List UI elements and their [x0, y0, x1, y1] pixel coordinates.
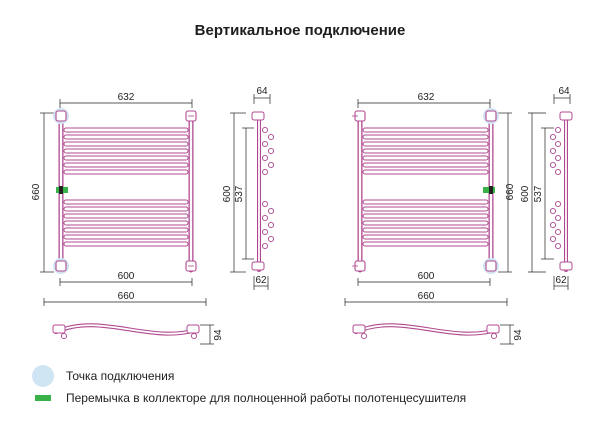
right-outer-width-label: 660 — [418, 291, 435, 302]
legend-connection-point: Точка подключения — [32, 365, 174, 387]
right-inner-width-label: 600 — [418, 271, 435, 282]
left-side-depth-bottom-label: 62 — [255, 275, 267, 286]
jumper-swatch — [35, 395, 51, 401]
diagram-title: Вертикальное подключение — [194, 22, 406, 39]
connection-point-swatch — [32, 365, 54, 387]
left-side-depth-top-label: 64 — [256, 86, 268, 97]
legend-jumper-label: Перемычка в коллекторе для полноценной р… — [66, 391, 467, 405]
left-side-height-537-label: 537 — [234, 185, 245, 202]
left-front-view: 632 660 — [31, 92, 207, 306]
left-profile-view: 94 — [52, 323, 224, 345]
legend-jumper: Перемычка в коллекторе для полноценной р… — [32, 387, 466, 409]
right-side-depth-bottom-label: 62 — [555, 275, 567, 286]
right-side-height-537-label: 537 — [533, 185, 544, 202]
left-outer-width-label: 660 — [118, 291, 135, 302]
right-side-height-600-label: 600 — [520, 185, 531, 202]
right-profile-depth-label: 94 — [513, 329, 524, 341]
left-profile-depth-label: 94 — [213, 329, 224, 341]
right-front-view: 632 660 — [344, 92, 516, 306]
right-profile-view: 94 — [352, 323, 524, 345]
left-top-width-label: 632 — [118, 92, 135, 103]
legend-connection-point-label: Точка подключения — [66, 369, 175, 383]
right-height-label: 660 — [505, 183, 516, 200]
left-side-view: 64 600 537 62 — [222, 86, 275, 290]
left-rungs — [63, 127, 189, 247]
right-rungs — [362, 127, 489, 247]
left-inner-width-label: 600 — [118, 271, 135, 282]
left-side-height-600-label: 600 — [222, 185, 233, 202]
right-side-view: 64 600 537 62 — [520, 86, 573, 290]
right-side-depth-top-label: 64 — [558, 86, 570, 97]
right-top-width-label: 632 — [418, 92, 435, 103]
left-height-label: 660 — [31, 183, 42, 200]
